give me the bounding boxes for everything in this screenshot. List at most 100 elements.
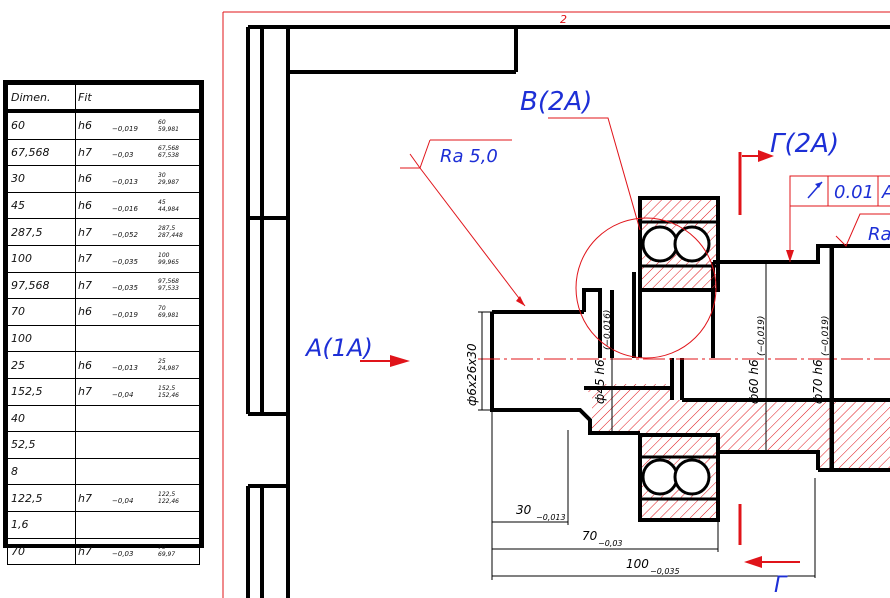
dimension-cell: 287,5	[7, 218, 76, 246]
header-dimension: Dimen.	[7, 84, 76, 113]
fit-deviation: −0,013	[112, 364, 138, 373]
fit-code: h7	[78, 278, 92, 292]
dimension-cell: 52,5	[7, 431, 76, 459]
sheet-frame	[222, 11, 890, 598]
limit-min: 29,987	[158, 178, 179, 186]
header-fit: Fit	[75, 84, 200, 113]
fit-deviation	[112, 415, 158, 421]
view-g-label: Г(2A)	[770, 129, 839, 159]
limit-min: 24,987	[158, 365, 179, 373]
len-30-label: 30	[516, 503, 532, 517]
bearing-top	[638, 196, 720, 292]
fit-deviation: −0,035	[112, 257, 138, 266]
section-g-arrowhead	[744, 556, 762, 568]
diameter-dimension-lines	[478, 246, 831, 470]
fit-cell	[75, 457, 200, 486]
view-b-label: B(2A)	[520, 87, 592, 117]
dimension-cell: 40	[7, 404, 76, 433]
view-a-arrowhead	[390, 355, 410, 367]
fit-cell	[75, 510, 200, 539]
fit-deviation: −0,03	[112, 151, 134, 160]
fit-deviation: −0,019	[112, 310, 138, 319]
fit-deviation: −0,052	[112, 231, 138, 240]
housing-outline	[246, 25, 890, 598]
fit-deviation: −0,035	[112, 284, 138, 293]
fit-code: h7	[78, 544, 92, 558]
table-row: 1,6	[7, 510, 200, 539]
length-dimension-lines	[491, 410, 816, 580]
limit-max: 97,568	[158, 278, 179, 286]
limit-max: 100	[158, 251, 170, 259]
dimension-cell: 97,568	[7, 271, 76, 300]
limit-min: 69,981	[158, 311, 179, 319]
limit-max: 152,5	[158, 384, 176, 392]
runout-datum: A	[881, 182, 890, 203]
dimension-cell: 100	[7, 324, 76, 353]
roughness-symbol-right	[835, 213, 890, 247]
fit-code: h7	[78, 145, 92, 159]
limit-min: 69,97	[158, 551, 176, 559]
runout-value: 0.01	[834, 182, 874, 203]
fit-code: h6	[78, 119, 92, 133]
dimension-cell: 70	[7, 537, 76, 566]
fit-deviation: −0,016	[112, 204, 138, 213]
dimension-cell: 60	[7, 110, 76, 140]
fit-code: h6	[78, 172, 92, 186]
fit-code: h7	[78, 252, 92, 266]
fit-code: h7	[78, 225, 92, 239]
section-g-label: Г	[774, 573, 788, 598]
dia-60-label: ф60 h6	[747, 359, 761, 404]
limit-max: 60	[158, 118, 166, 126]
dia-70-label: ф70 h6	[811, 359, 825, 404]
dimension-cell: 70	[7, 298, 76, 326]
runout-tolerance-frame	[786, 175, 890, 262]
fit-code: h7	[78, 491, 92, 505]
len-70-label: 70	[582, 529, 598, 543]
fit-deviation	[112, 522, 158, 528]
table-row: 100	[7, 324, 200, 353]
limit-max: 30	[158, 171, 166, 179]
fit-deviation: −0,03	[112, 550, 134, 559]
roughness-right-label: Ra	[868, 224, 890, 245]
limit-min: 44,984	[158, 205, 179, 213]
limit-min: 122,46	[158, 498, 179, 506]
limit-max: 45	[158, 198, 166, 206]
dimension-cell: 67,568	[7, 138, 76, 167]
detail-circle-b	[575, 217, 717, 359]
fit-deviation: −0,04	[112, 390, 134, 399]
table-row: 40	[7, 404, 200, 433]
dimension-cell: 1,6	[7, 510, 76, 539]
dimension-cell: 30	[7, 165, 76, 193]
len-100-tol: −0,035	[650, 567, 680, 576]
len-30-tol: −0,013	[536, 513, 566, 522]
fit-deviation	[112, 336, 158, 342]
fit-code: h7	[78, 385, 92, 399]
